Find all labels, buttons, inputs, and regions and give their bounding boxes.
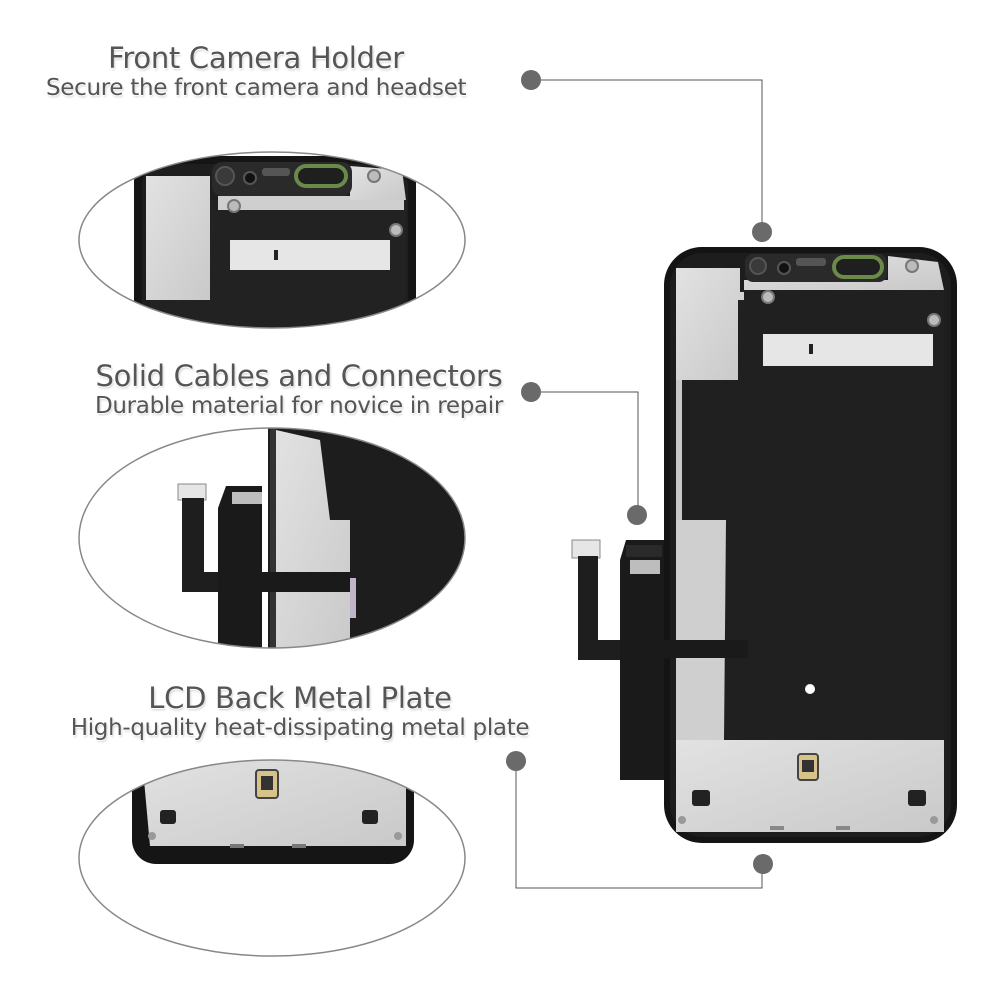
callout-dot-1 (521, 70, 541, 90)
callout-dots (506, 70, 773, 874)
feature-front-camera-holder: Front Camera Holder Secure the front cam… (46, 41, 467, 102)
feature-lcd-back-plate: LCD Back Metal Plate High-quality heat-d… (40, 682, 560, 742)
feature-title: LCD Back Metal Plate (148, 681, 452, 715)
feature-solid-cables: Solid Cables and Connectors Durable mate… (64, 360, 534, 420)
zoom-cables (78, 427, 466, 649)
feature-subtitle: Secure the front camera and headset (46, 75, 467, 101)
callout-dot-1-end (752, 222, 772, 242)
callout-dot-3 (506, 751, 526, 771)
feature-subtitle: Durable material for novice in repair (94, 393, 504, 419)
callout-dot-3-end (753, 854, 773, 874)
feature-title: Front Camera Holder (108, 41, 404, 75)
zoom-metal-plate (78, 759, 466, 957)
feature-title: Solid Cables and Connectors (95, 359, 503, 393)
zoom-front-camera (78, 151, 466, 329)
phone-screen-assembly (571, 247, 957, 843)
callout-lines (515, 79, 763, 889)
feature-subtitle: High-quality heat-dissipating metal plat… (70, 715, 530, 741)
callout-dot-2-end (627, 505, 647, 525)
callout-dot-2 (521, 382, 541, 402)
